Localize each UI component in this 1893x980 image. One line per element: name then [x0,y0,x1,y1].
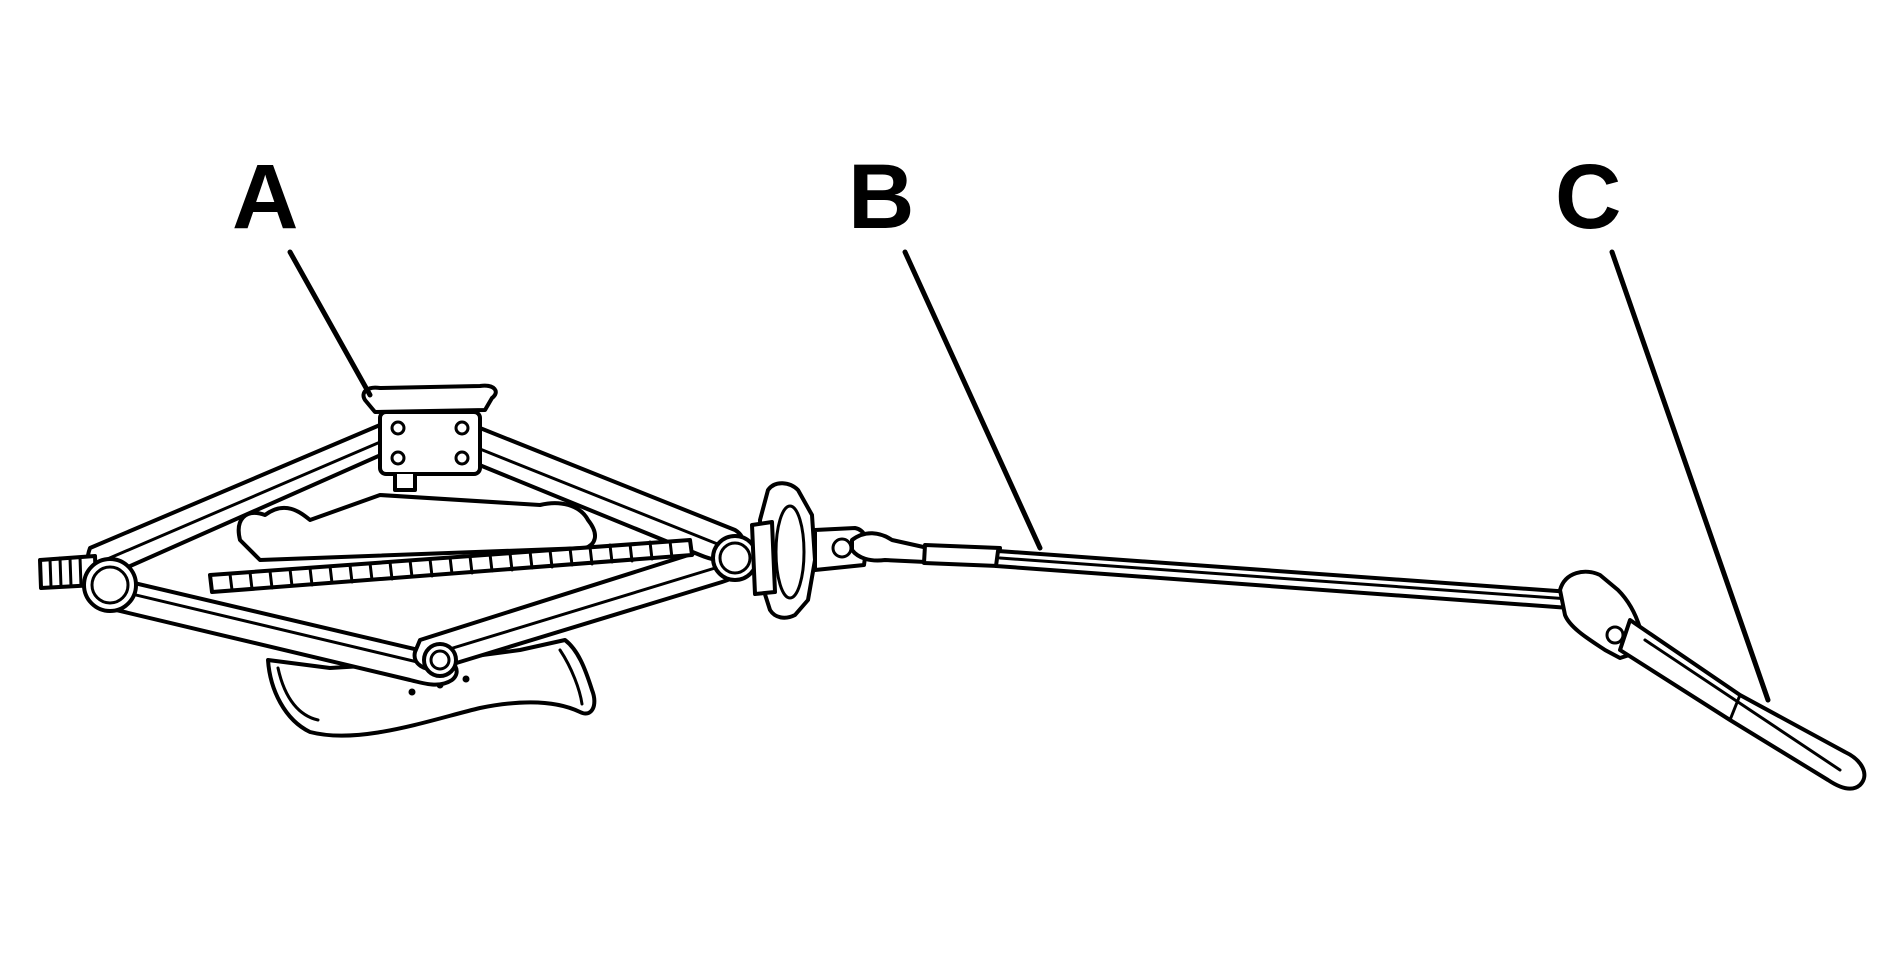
jack-saddle [361,383,498,492]
wrench-handle [1558,569,1867,791]
leader-line-c [1609,249,1771,703]
callout-a: A [232,146,298,248]
jack-base [266,638,597,738]
jack-screw [38,538,694,594]
leader-line-a [287,249,373,398]
rod-sleeve [922,543,1002,568]
scissor-jack [38,383,869,738]
extension-rod [850,531,1587,611]
jack-drive-flange [750,481,869,620]
callout-b: B [848,146,914,248]
leader-line-b [902,249,1043,551]
callout-c: C [1555,146,1621,248]
